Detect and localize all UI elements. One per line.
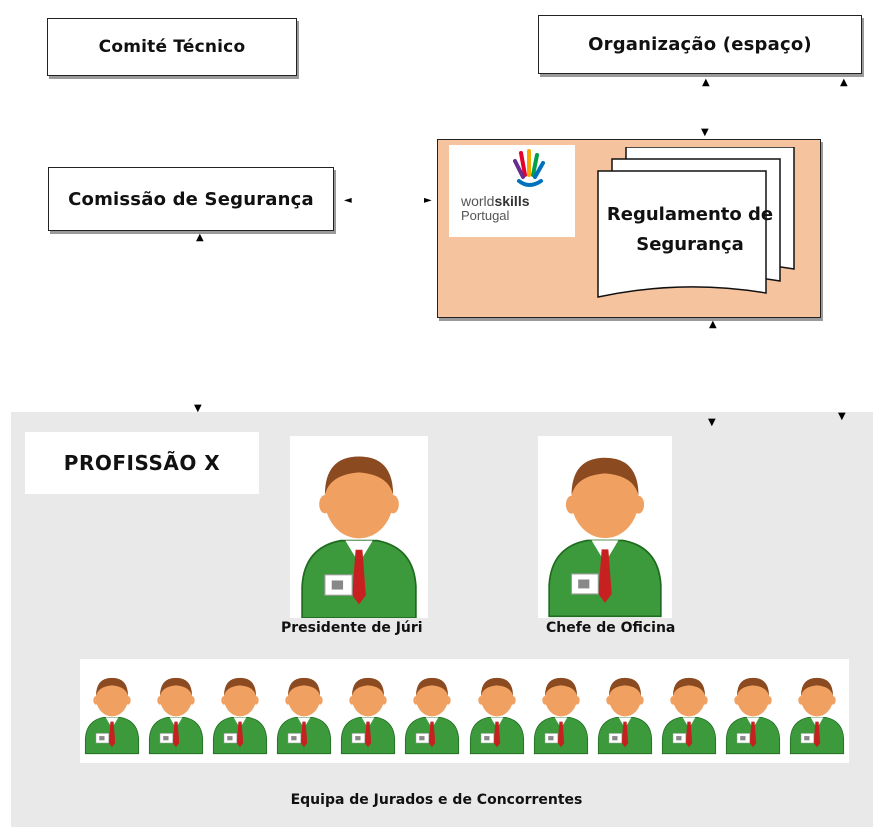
team-member-icon — [149, 677, 204, 755]
chefe-person-card — [538, 436, 672, 618]
regulamento-title: Regulamento de Segurança — [606, 204, 774, 255]
person-icon — [548, 457, 662, 618]
worldskills-mark-icon — [513, 149, 545, 187]
arrow-down-icon: ▼ — [701, 127, 709, 138]
worldskills-wordmark: worldskills — [461, 193, 530, 209]
document-stack-icon — [597, 147, 795, 298]
arrow-left-icon: ◄ — [344, 195, 352, 206]
team-member-icon — [661, 677, 716, 755]
arrow-right-icon: ► — [424, 195, 432, 206]
arrow-up-icon: ▲ — [709, 319, 717, 330]
team-strip — [80, 659, 849, 763]
team-member-icon — [213, 677, 268, 755]
team-member-icon — [725, 677, 780, 755]
arrow-down-icon: ▼ — [838, 411, 846, 422]
chefe-caption: Chefe de Oficina — [546, 620, 676, 636]
team-member-icon — [84, 677, 140, 755]
worldskills-logo: worldskills Portugal — [449, 145, 575, 237]
arrow-down-icon: ▼ — [194, 403, 202, 414]
arrow-up-icon: ▲ — [840, 77, 848, 88]
team-member-icon — [469, 677, 524, 755]
profissao-label: PROFISSÃO X — [25, 432, 259, 494]
organizacao-label: Organização (espaço) — [588, 34, 812, 55]
arrow-down-icon: ▼ — [708, 417, 716, 428]
presidente-caption: Presidente de Júri — [281, 620, 423, 636]
team-caption: Equipa de Jurados e de Concorrentes — [290, 792, 583, 808]
team-member-icon — [789, 677, 845, 755]
team-member-icon — [277, 677, 332, 755]
team-member-icon — [597, 677, 652, 755]
arrow-up-icon: ▲ — [702, 77, 710, 88]
comite-tecnico-label: Comité Técnico — [98, 37, 246, 57]
person-icon — [301, 456, 417, 619]
comissao-seguranca-label: Comissão de Segurança — [68, 188, 314, 210]
presidente-person-card — [290, 436, 428, 619]
worldskills-portugal: Portugal — [461, 208, 510, 223]
arrow-up-icon: ▲ — [196, 232, 204, 243]
organizacao-box: Organização (espaço) — [538, 15, 862, 74]
team-member-icon — [533, 677, 588, 755]
team-member-icon — [341, 677, 396, 755]
comissao-seguranca-box: Comissão de Segurança — [48, 167, 334, 231]
comite-tecnico-box: Comité Técnico — [47, 18, 297, 76]
team-member-icon — [405, 677, 460, 755]
